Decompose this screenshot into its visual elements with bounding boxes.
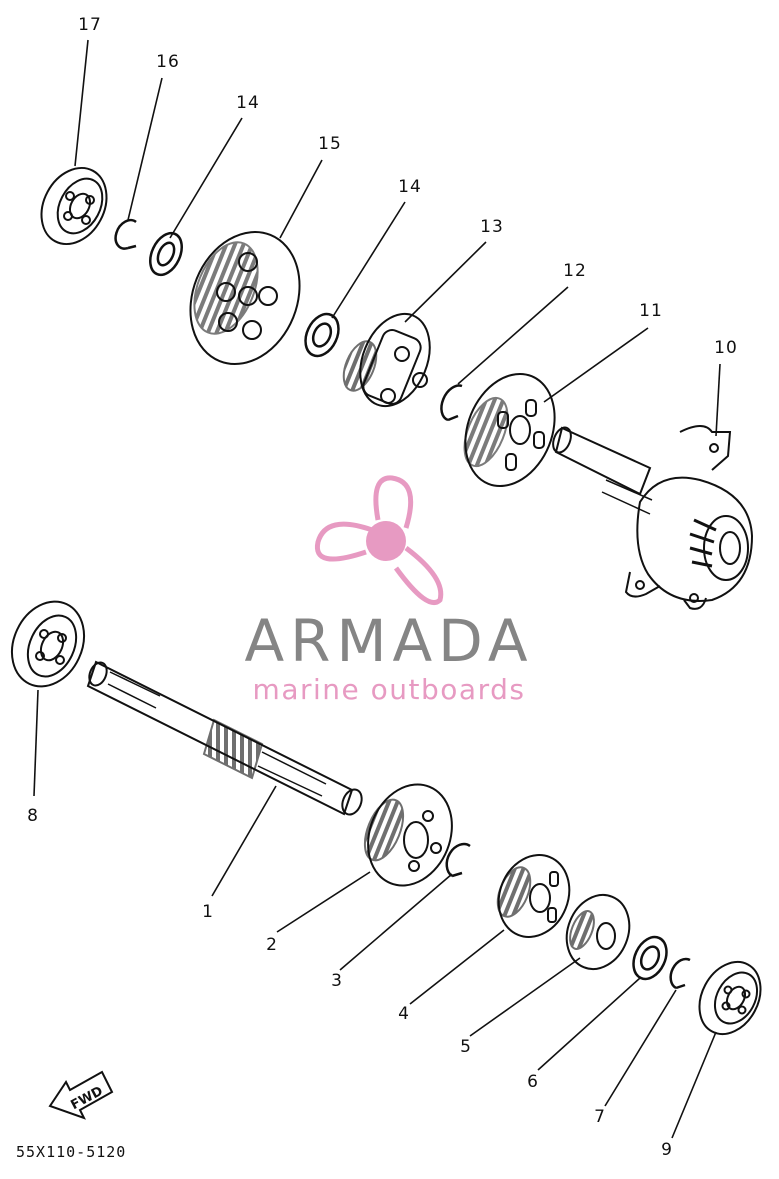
part-3-circlip xyxy=(445,842,471,878)
callout-16: 16 xyxy=(156,52,180,72)
callout-1: 1 xyxy=(202,902,214,922)
callout-14-upper: 14 xyxy=(236,93,260,113)
part-15-gear xyxy=(189,231,301,365)
leader-lines xyxy=(33,39,721,1139)
callout-5: 5 xyxy=(460,1037,472,1057)
part-16-circlip xyxy=(114,218,137,250)
part-12-circlip xyxy=(440,384,463,422)
part-code: 55X110-5120 xyxy=(16,1143,127,1161)
part-7-circlip xyxy=(669,957,691,990)
part-14-washer-upper xyxy=(149,231,183,277)
part-10-shaft-bevel xyxy=(552,425,754,610)
callout-15: 15 xyxy=(318,134,342,154)
callout-4: 4 xyxy=(398,1004,410,1024)
callout-2: 2 xyxy=(266,935,278,955)
part-9-bearing xyxy=(698,960,762,1036)
part-4-clutch xyxy=(496,854,571,938)
armada-propeller-logo xyxy=(314,475,444,606)
brand-tagline: marine outboards xyxy=(252,673,526,706)
part-2-gear xyxy=(363,783,453,887)
part-17-bearing xyxy=(40,166,108,246)
callout-11: 11 xyxy=(639,301,663,321)
part-5-gear xyxy=(565,894,631,970)
callout-10: 10 xyxy=(714,338,738,358)
fwd-arrow-icon xyxy=(48,1070,114,1120)
callout-13: 13 xyxy=(480,217,504,237)
part-8-bearing xyxy=(11,600,85,688)
callout-3: 3 xyxy=(331,971,343,991)
callout-8: 8 xyxy=(27,806,39,826)
part-11-gear xyxy=(463,372,556,488)
part-1-main-shaft xyxy=(86,660,363,816)
part-6-washer xyxy=(632,935,668,981)
callout-12: 12 xyxy=(563,261,587,281)
callout-9: 9 xyxy=(661,1140,673,1160)
brand-name: ARMADA xyxy=(244,607,534,675)
callout-14-lower: 14 xyxy=(398,177,422,197)
part-14-washer-lower xyxy=(304,312,340,358)
part-13-clutch xyxy=(342,312,431,408)
callout-7: 7 xyxy=(594,1107,606,1127)
callout-6: 6 xyxy=(527,1072,539,1092)
callout-17: 17 xyxy=(78,15,102,35)
